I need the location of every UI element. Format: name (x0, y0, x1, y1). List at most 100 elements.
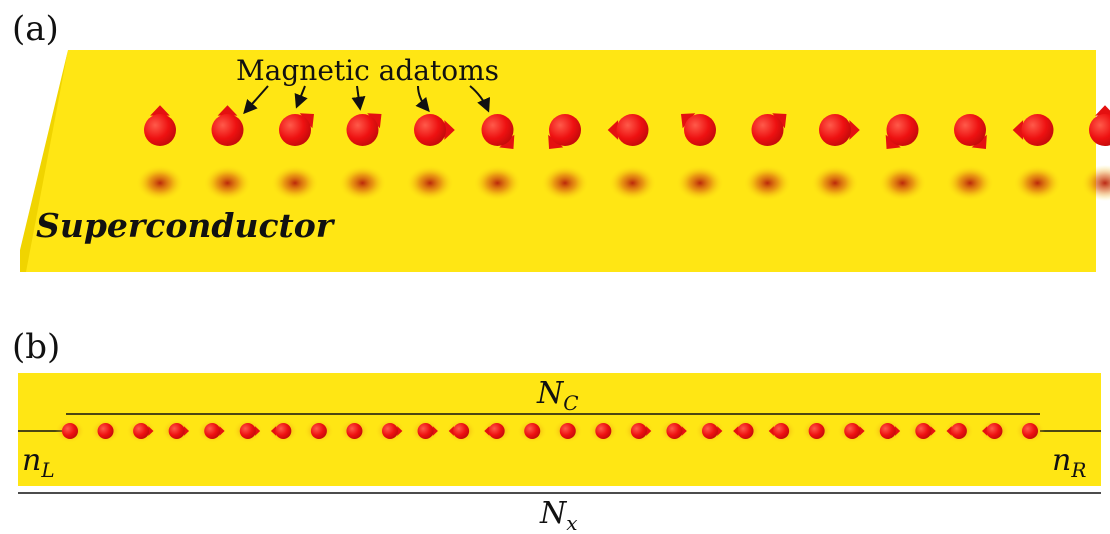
magnetic-adatom (310, 423, 327, 439)
magnetic-adatom (484, 423, 505, 439)
adatom-sphere (1021, 114, 1054, 146)
adatom-sphere (616, 114, 649, 146)
adatom-sphere (595, 423, 612, 439)
magnetic-adatom (681, 113, 716, 146)
adatom-sphere (559, 423, 576, 439)
magnetic-adatom (211, 105, 244, 146)
adatom-shadow (136, 165, 184, 201)
nx-label: Nx (539, 496, 578, 534)
magnetic-adatom (819, 114, 860, 146)
magnetic-adatoms-annotation: Magnetic adatoms (236, 54, 499, 87)
adatom-sphere (666, 423, 683, 439)
magnetic-adatom (595, 423, 612, 439)
magnetic-adatom (751, 113, 787, 146)
adatom-shadow (743, 165, 792, 201)
adatom-sphere (144, 114, 176, 146)
adatom-shadow (541, 165, 589, 201)
adatom-sphere (1089, 114, 1110, 146)
magnetic-adatom (204, 423, 225, 439)
magnetic-adatom (954, 114, 987, 149)
magnetic-adatom (239, 423, 261, 439)
magnetic-adatom (1022, 423, 1038, 439)
magnetic-adatom (524, 423, 541, 439)
magnetic-adatom (982, 423, 1003, 439)
adatom-sphere (481, 114, 514, 146)
adatom-sphere (524, 423, 541, 439)
magnetic-adatom (133, 423, 154, 439)
adatom-chain-b (62, 423, 1038, 439)
magnetic-adatom (885, 114, 919, 149)
adatom-sphere (382, 423, 398, 439)
magnetic-adatom (144, 105, 176, 146)
adatom-sphere (684, 114, 716, 146)
slab-side-edge (20, 50, 68, 272)
magnetic-adatom (346, 113, 382, 146)
adatom-sphere (1022, 423, 1038, 439)
adatom-shadow (473, 165, 522, 201)
adatom-sphere (879, 423, 896, 439)
adatom-sphere (133, 423, 150, 439)
pointer-arrow (351, 85, 366, 111)
adatom-sphere (239, 423, 256, 439)
adatom-sphere (915, 423, 932, 439)
adatom-sphere (310, 423, 327, 439)
magnetic-adatom (414, 114, 455, 146)
adatom-shadow (203, 165, 252, 201)
adatom-sphere (751, 114, 784, 146)
adatom-shadow (676, 165, 724, 201)
magnetic-adatom (666, 423, 687, 439)
panel-a: (a) Magnetic adatoms Superconductor (12, 9, 1110, 272)
adatom-shadow (608, 165, 657, 201)
magnetic-adatom (946, 423, 967, 439)
magnetic-adatom (417, 423, 438, 439)
magnetic-adatom (808, 423, 825, 439)
adatom-sphere (488, 423, 505, 439)
adatom-shadow-row (136, 165, 1110, 201)
adatom-sphere (279, 114, 311, 146)
magnetic-adatom (270, 423, 292, 439)
adatom-shadow (1013, 165, 1062, 201)
magnetic-adatom (768, 423, 790, 439)
panel-b-label: (b) (12, 327, 60, 367)
adatom-sphere (204, 423, 221, 439)
nr-label: nR (1052, 443, 1086, 482)
superconductor-slab (20, 50, 1096, 272)
magnetic-adatom (1012, 114, 1054, 146)
magnetic-adatom (448, 423, 470, 439)
adatom-sphere (211, 114, 244, 146)
magnetic-adatom (879, 423, 901, 439)
adatom-shadow (1081, 165, 1110, 201)
adatom-sphere (346, 423, 363, 439)
magnetic-adatom (97, 423, 114, 439)
magnetic-adatom (844, 423, 865, 439)
adatom-shadow (946, 165, 994, 201)
nl-label: nL (22, 443, 55, 482)
adatom-sphere (773, 423, 790, 439)
adatom-sphere (819, 114, 851, 146)
adatom-sphere (986, 423, 1003, 439)
nc-label: NC (536, 376, 579, 415)
adatom-sphere (844, 423, 861, 439)
adatom-sphere (737, 423, 754, 439)
adatom-sphere (886, 114, 919, 146)
adatom-chain-a (144, 105, 1110, 149)
adatom-sphere (168, 423, 185, 439)
pointer-arrow (294, 85, 308, 109)
magnetic-adatom (559, 423, 576, 439)
panel-a-label: (a) (12, 9, 59, 49)
adatom-sphere (414, 114, 446, 146)
adatom-sphere (808, 423, 825, 439)
adatom-sphere (453, 423, 470, 439)
adatom-shadow (811, 165, 859, 201)
adatom-sphere (950, 423, 967, 439)
adatom-sphere (549, 114, 581, 146)
magnetic-adatom (548, 114, 581, 149)
adatom-shadow (406, 165, 454, 201)
adatom-sphere (346, 114, 379, 146)
pointer-arrow (469, 85, 491, 113)
adatom-sphere (954, 114, 986, 146)
magnetic-adatom (382, 423, 403, 439)
adatom-shadow (271, 165, 319, 201)
magnetic-adatom (702, 423, 723, 439)
